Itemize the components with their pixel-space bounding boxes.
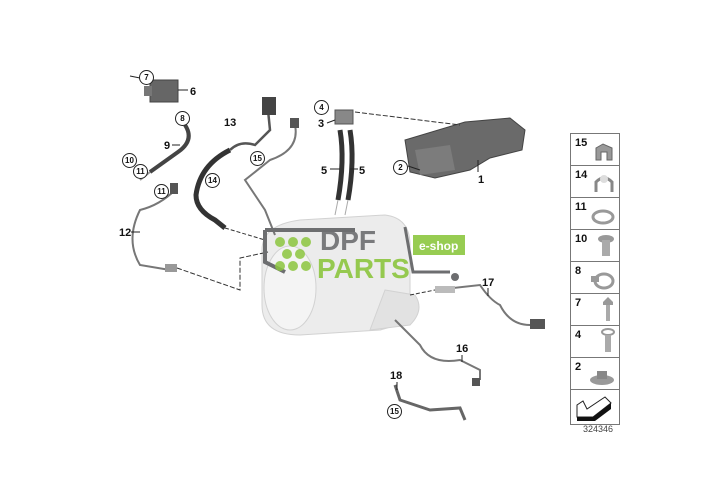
- hose-5b: [345, 129, 355, 201]
- parts-legend: 15 14 11 10 8 7 4 2: [570, 133, 620, 425]
- callout-15a: 15: [250, 151, 265, 166]
- callout-11b: 11: [154, 184, 169, 199]
- bracket-18: [393, 384, 467, 421]
- legend-item-10: 10: [571, 230, 619, 262]
- sensor-6: [144, 79, 179, 103]
- legend-item-2: 2: [571, 358, 619, 390]
- callout-5a: 5: [321, 165, 328, 177]
- connector-3: [334, 109, 354, 125]
- callout-4: 4: [314, 100, 329, 115]
- callout-9: 9: [164, 140, 171, 152]
- svg-text:e-shop: e-shop: [419, 239, 458, 253]
- callout-1: 1: [478, 174, 485, 186]
- direction-arrow-icon: [576, 396, 612, 421]
- callout-7: 7: [139, 70, 154, 85]
- callout-2: 2: [393, 160, 408, 175]
- banjo-bolt-icon: [598, 235, 614, 256]
- svg-text:DPF: DPF: [320, 225, 376, 256]
- screw-icon: [603, 297, 613, 321]
- legend-item-arrow: [571, 390, 619, 424]
- callout-12: 12: [119, 227, 132, 239]
- diagram-number: 324346: [583, 424, 614, 434]
- cable-clip-icon: [594, 175, 614, 192]
- dpf-parts-watermark: DPF PARTS e-shop: [263, 225, 465, 282]
- hose-5a: [335, 129, 345, 201]
- legend-item-7: 7: [571, 294, 619, 326]
- legend-item-8: 8: [571, 262, 619, 294]
- washer-icon: [591, 209, 615, 225]
- callout-13: 13: [224, 117, 237, 129]
- pressure-sensor-housing: [404, 117, 526, 179]
- clip-icon: [595, 143, 613, 161]
- flange-nut-icon: [590, 371, 614, 385]
- callout-6: 6: [190, 86, 197, 98]
- legend-item-4: 4: [571, 326, 619, 358]
- legend-item-11: 11: [571, 198, 619, 230]
- callout-18: 18: [390, 370, 403, 382]
- callout-8: 8: [175, 111, 190, 126]
- callout-11a: 11: [133, 164, 148, 179]
- callout-16: 16: [456, 343, 469, 355]
- svg-text:PARTS: PARTS: [317, 253, 410, 282]
- callout-3: 3: [318, 118, 325, 130]
- legend-item-15: 15: [571, 134, 619, 166]
- callout-15b: 15: [387, 404, 402, 419]
- callout-17: 17: [482, 277, 495, 289]
- callout-5b: 5: [359, 165, 366, 177]
- callout-14: 14: [205, 173, 220, 188]
- legend-item-14: 14: [571, 166, 619, 198]
- callout-10: 10: [122, 153, 137, 168]
- hose-clamp-icon: [591, 272, 615, 290]
- bolt-icon: [601, 328, 615, 352]
